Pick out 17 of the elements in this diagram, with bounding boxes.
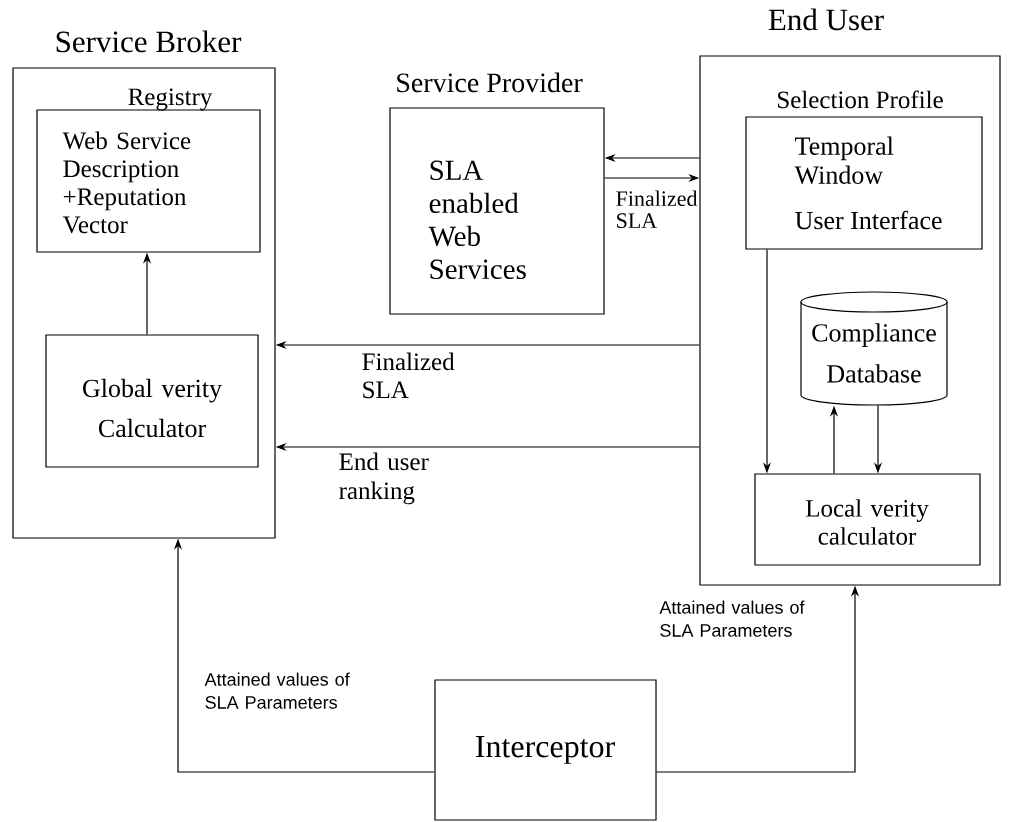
edge-label: Finalized SLA: [362, 352, 455, 399]
process-box: Local verity calculator: [754, 473, 981, 566]
box-heading: Selection Profile: [778, 90, 943, 109]
group-heading: Service Broker: [56, 30, 242, 53]
database-cylinder: Compliance Database: [800, 291, 948, 406]
edge-label: End user ranking: [339, 452, 429, 505]
edge-label: Attained values of SLA Parameters: [659, 600, 805, 637]
process-box: Global verity Calculator: [45, 334, 259, 468]
box-heading: Service Provider: [397, 72, 583, 93]
process-box: Interceptor: [434, 679, 657, 821]
edge-label: Attained values of SLA Parameters: [204, 672, 350, 709]
process-box: SLA enabled Web Services: [389, 107, 605, 315]
box-heading: Registry: [128, 88, 213, 111]
node-label: Compliance Database: [812, 323, 936, 383]
edge-label: Finalized SLA: [616, 190, 698, 229]
process-box: Temporal Window User Interface: [745, 116, 983, 250]
group-heading: End User: [768, 8, 884, 31]
